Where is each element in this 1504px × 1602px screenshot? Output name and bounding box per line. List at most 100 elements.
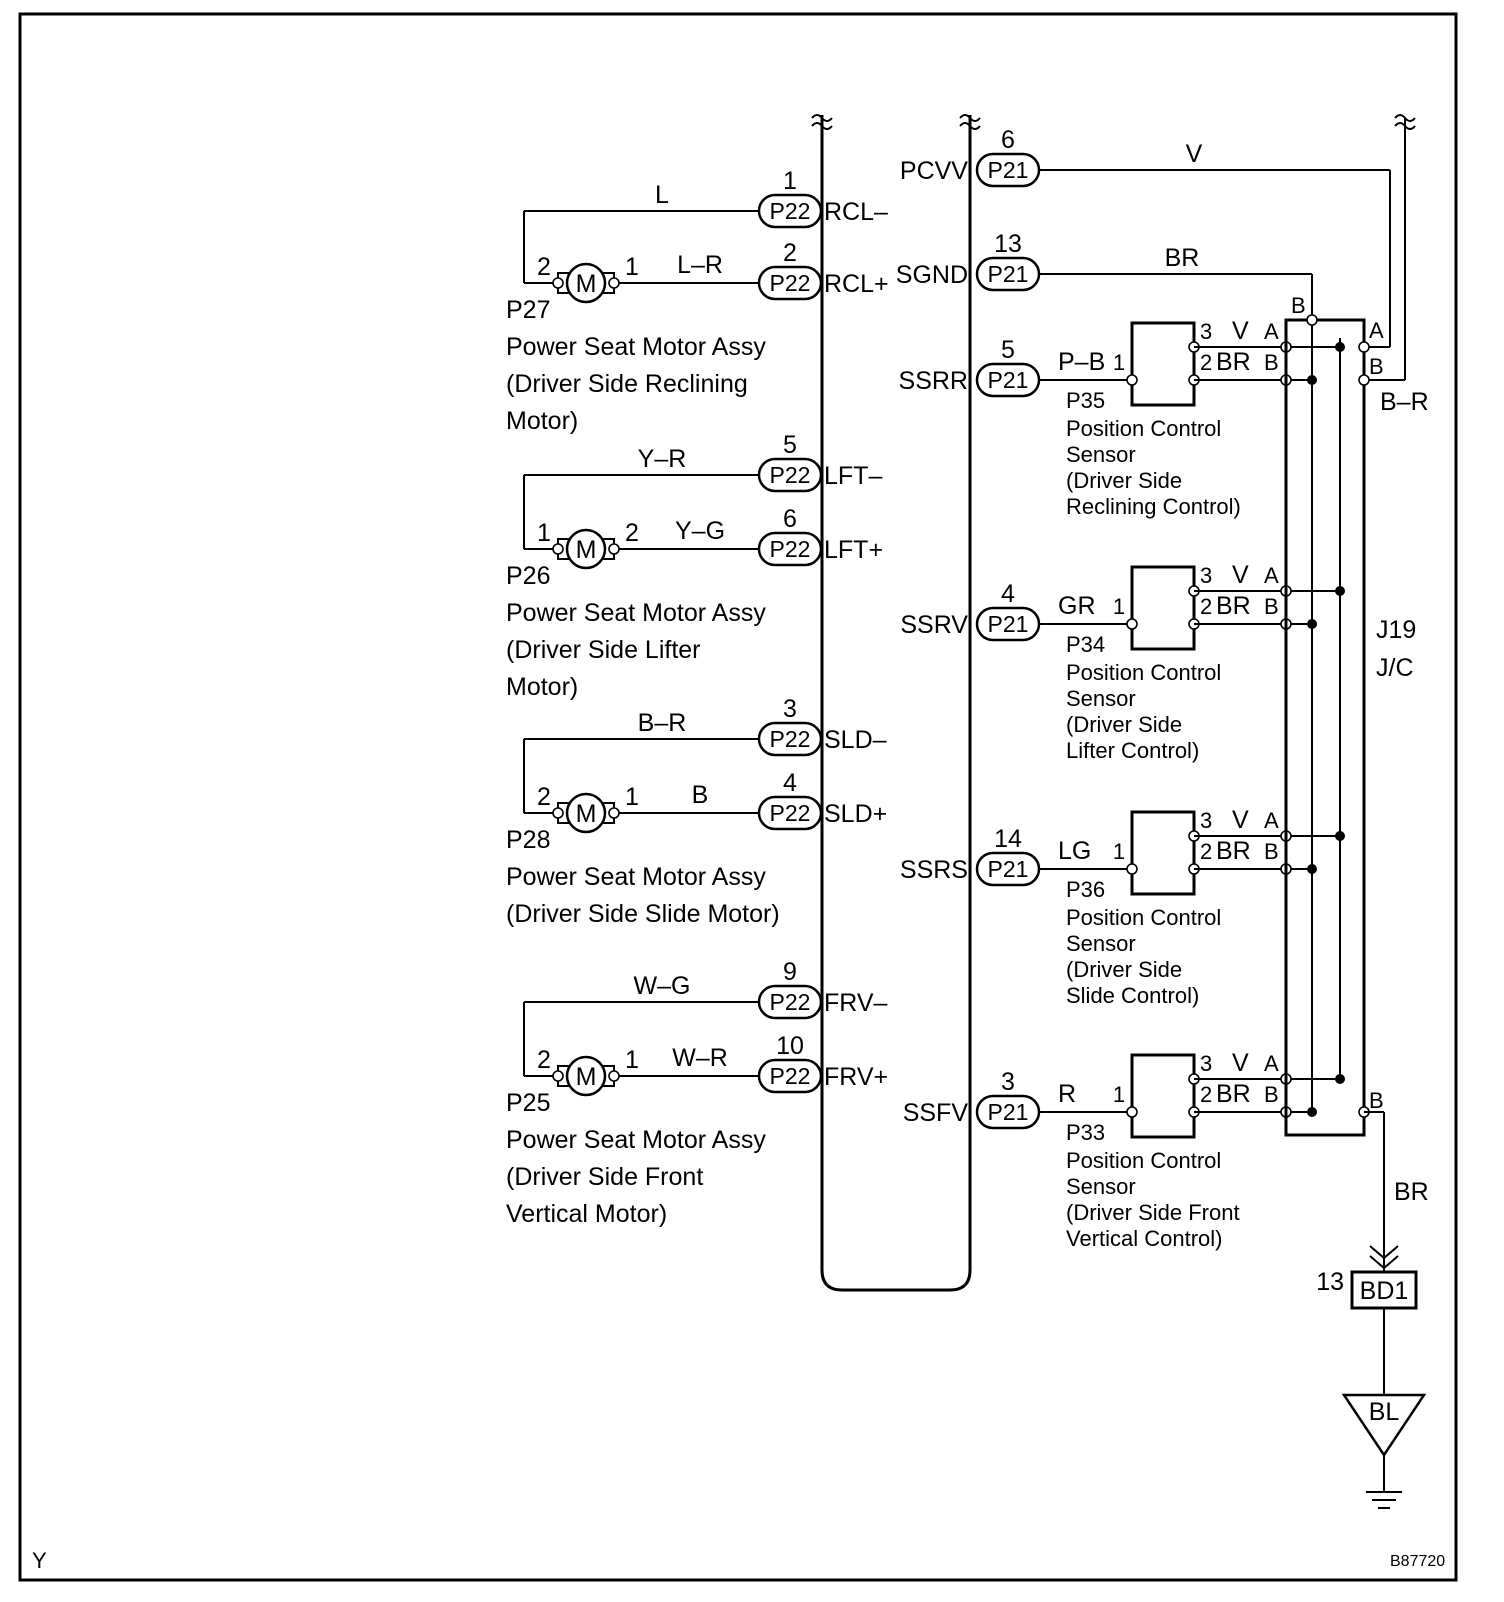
motor-bottom-pin-number: 6: [783, 505, 797, 533]
connector-body: [975, 362, 1041, 398]
ecu-connector: P21: [975, 256, 1041, 292]
sensor-desc-line: (Driver Side: [1066, 468, 1182, 493]
ecu-pin-name: LFT–: [824, 462, 882, 490]
sensor-desc-line: Position Control: [1066, 1148, 1221, 1173]
sensor-pin3-number: 3: [1200, 563, 1212, 588]
connector-body: [757, 795, 823, 831]
jc-pin-b: B: [1264, 839, 1279, 864]
top-wire-color: Y–R: [638, 445, 687, 473]
connector-label: P21: [988, 261, 1029, 287]
signal-wire-color: R: [1058, 1080, 1076, 1108]
motor-bottom-connector: P22: [757, 265, 823, 301]
motor-icon: [565, 1055, 607, 1097]
motor-right-pin-number: 1: [625, 783, 639, 811]
wire-color: BR: [1165, 244, 1200, 272]
connector-label: P22: [770, 462, 811, 488]
connector-label: P21: [988, 1099, 1029, 1125]
ecu-pin-name: SSRS: [900, 856, 968, 884]
sensor-pin3-number: 3: [1200, 1051, 1212, 1076]
motor-desc-line: Power Seat Motor Assy: [506, 599, 766, 627]
motor-desc-line: (Driver Side Front: [506, 1163, 703, 1191]
sensor-pin3-number: 3: [1200, 808, 1212, 833]
connector-label: P21: [988, 367, 1029, 393]
break-mark-left: [811, 114, 833, 130]
ecu-pin-name: LFT+: [824, 536, 883, 564]
motor-right-pin-number: 2: [625, 519, 639, 547]
ecu-connector: P21: [975, 152, 1041, 188]
connector-body: [757, 984, 823, 1020]
sensor-desc-line: Position Control: [1066, 416, 1221, 441]
ecu-pin-number: 4: [1001, 580, 1015, 608]
motor-desc-line: Vertical Motor): [506, 1200, 667, 1228]
connector-body: [975, 256, 1041, 292]
sensor-pin3-wire: V: [1232, 806, 1249, 834]
sensor-id: P36: [1066, 877, 1105, 902]
ecu-pin-name: SLD–: [824, 726, 887, 754]
sensor-id: P33: [1066, 1120, 1105, 1145]
sensor-desc-line: Sensor: [1066, 686, 1136, 711]
ecu-pin-name: SSFV: [903, 1099, 969, 1127]
jc-pin-a: A: [1264, 319, 1279, 344]
motor-desc-line: Power Seat Motor Assy: [506, 863, 766, 891]
bottom-wire-color: B: [692, 781, 709, 809]
motor-symbol: M: [576, 1063, 597, 1091]
sensor-desc-line: Slide Control): [1066, 983, 1199, 1008]
sensor-pin1-number: 1: [1113, 350, 1125, 375]
sensor-pin3-number: 3: [1200, 319, 1212, 344]
sensor-pin2-number: 2: [1200, 1082, 1212, 1107]
ecu-pin-number: 3: [1001, 1068, 1015, 1096]
sensor-desc-line: Position Control: [1066, 660, 1221, 685]
connector-label: P21: [988, 856, 1029, 882]
jc-pin-a: A: [1264, 1051, 1279, 1076]
motor-bottom-pin-number: 4: [783, 769, 797, 797]
motor-icon: [565, 262, 607, 304]
motor-left-pin-number: 2: [537, 253, 551, 281]
jc-pin-a: A: [1264, 808, 1279, 833]
sensor-pin2-wire: BR: [1216, 348, 1251, 376]
jc-top-b: B: [1291, 293, 1306, 318]
sensor-pin2-wire: BR: [1216, 837, 1251, 865]
sensor-pin2-wire: BR: [1216, 1080, 1251, 1108]
connector-body: [757, 531, 823, 567]
ground-conn-label: BD1: [1360, 1277, 1409, 1305]
motor-right-pin: [608, 807, 620, 819]
ecu-pin-name: SGND: [896, 261, 968, 289]
sensor-pin3-wire: V: [1232, 317, 1249, 345]
sensor-pin-1: [1126, 618, 1138, 630]
connector-body: [757, 265, 823, 301]
signal-wire-color: P–B: [1058, 348, 1105, 376]
ecu-pin-name: SLD+: [824, 800, 887, 828]
sensor-pin2-number: 2: [1200, 350, 1212, 375]
sensor-body: [1130, 810, 1196, 896]
bottom-wire-color: L–R: [677, 251, 723, 279]
motor-left-pin-number: 2: [537, 783, 551, 811]
motor-icon: [565, 792, 607, 834]
connector-label: P22: [770, 800, 811, 826]
break-mark-right: [959, 114, 981, 130]
sensor-desc-line: Sensor: [1066, 931, 1136, 956]
motor-bottom-connector: P22: [757, 531, 823, 567]
jc-right-a: A: [1369, 318, 1384, 343]
ecu-pin-name: PCVV: [900, 157, 968, 185]
motor-left-pin: [552, 543, 564, 555]
corner-label: Y: [32, 1548, 47, 1573]
sensor-desc-line: Vertical Control): [1066, 1226, 1223, 1251]
connector-label: P22: [770, 1063, 811, 1089]
connector-body: [975, 152, 1041, 188]
wire-color: V: [1186, 140, 1203, 168]
sensor-desc-line: Sensor: [1066, 1174, 1136, 1199]
ecu-body: [820, 115, 972, 1292]
sensor-pin1-number: 1: [1113, 839, 1125, 864]
bottom-wire-color: W–R: [672, 1044, 728, 1072]
connector-label: P22: [770, 989, 811, 1015]
sensor-pin3-wire: V: [1232, 561, 1249, 589]
sensor-pin1-number: 1: [1113, 594, 1125, 619]
motor-symbol: M: [576, 800, 597, 828]
sensor-pin-1: [1126, 1106, 1138, 1118]
sensor-pin2-wire: BR: [1216, 592, 1251, 620]
connector-body: [757, 721, 823, 757]
